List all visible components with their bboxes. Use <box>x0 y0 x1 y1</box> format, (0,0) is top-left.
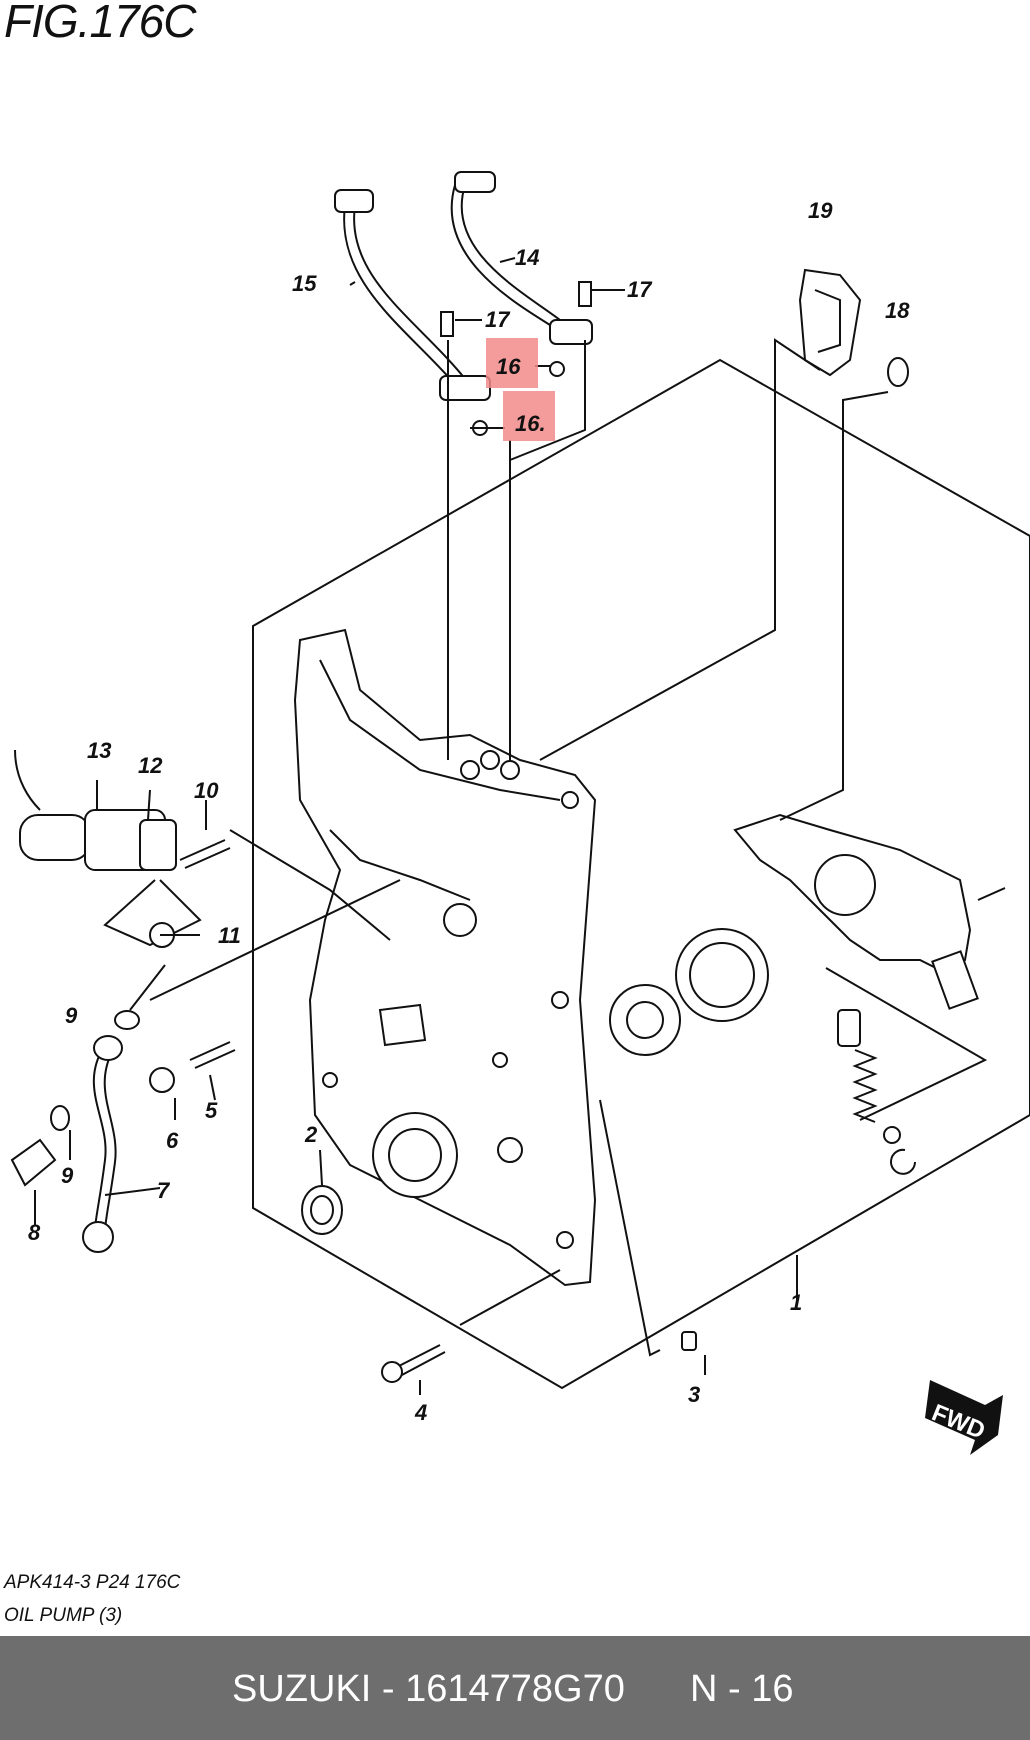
callout-14: 14 <box>515 245 539 270</box>
gasket-12 <box>139 819 177 871</box>
stud-5 <box>189 1041 231 1061</box>
callout-17a: 17 <box>485 307 511 332</box>
footer-part-number: SUZUKI - 1614778G70 <box>232 1668 625 1710</box>
oil-pipe-7 <box>92 1049 107 1231</box>
figure-title: FIG.176C <box>4 0 196 47</box>
washer-9a <box>114 1010 140 1030</box>
callout-15: 15 <box>292 271 317 296</box>
fwd-arrow-icon: FWD <box>925 1380 1003 1455</box>
callout-16a: 16 <box>496 354 521 379</box>
nut-6 <box>149 1067 175 1093</box>
gasket-19 <box>798 268 862 377</box>
o-ring-18 <box>887 357 909 387</box>
callout-7: 7 <box>157 1178 171 1203</box>
callout-19: 19 <box>808 198 833 223</box>
washer-9b <box>50 1105 70 1131</box>
callout-4: 4 <box>414 1400 427 1425</box>
callout-17b: 17 <box>627 277 653 302</box>
callout-10: 10 <box>194 778 219 803</box>
callout-11: 11 <box>218 923 241 948</box>
dowel-3 <box>681 1331 697 1351</box>
callout-2: 2 <box>304 1122 318 1147</box>
bolt-4 <box>394 1344 441 1369</box>
callout-16b: 16. <box>515 411 546 436</box>
stud-10 <box>179 839 226 861</box>
footer-reference: N - 16 <box>690 1668 794 1710</box>
callout-9a: 9 <box>65 1003 78 1028</box>
footer-bar: SUZUKI - 1614778G70 N - 16 <box>0 1636 1030 1740</box>
callout-3: 3 <box>688 1382 700 1407</box>
callout-5: 5 <box>205 1098 218 1123</box>
oil-pipe-15 <box>353 204 471 386</box>
union-bolt-8 <box>10 1138 57 1187</box>
callout-1: 1 <box>790 1290 802 1315</box>
assembly-outline <box>252 358 1030 1390</box>
highlight-16a <box>486 338 538 388</box>
callout-8: 8 <box>28 1220 41 1245</box>
relief-spring <box>852 1049 878 1123</box>
caption-name: OIL PUMP (3) <box>4 1605 123 1626</box>
oil-control-valve-13 <box>19 814 91 861</box>
oil-pump-housing <box>733 813 972 977</box>
inner-rotor <box>609 984 681 1056</box>
callout-12: 12 <box>138 753 163 778</box>
oil-seal-2 <box>301 1185 343 1235</box>
callout-13: 13 <box>87 738 111 763</box>
callout-9b: 9 <box>61 1163 74 1188</box>
exploded-parts-diagram: 1 2 3 4 5 6 7 8 9 9 10 11 12 13 14 15 16… <box>10 171 1030 1455</box>
oil-pipe-14 <box>460 184 561 321</box>
caption-code: APK414-3 P24 176C <box>4 1572 181 1593</box>
callout-18: 18 <box>885 298 910 323</box>
timing-cover <box>293 628 597 1287</box>
callout-6: 6 <box>166 1128 179 1153</box>
highlight-16b <box>503 391 555 441</box>
